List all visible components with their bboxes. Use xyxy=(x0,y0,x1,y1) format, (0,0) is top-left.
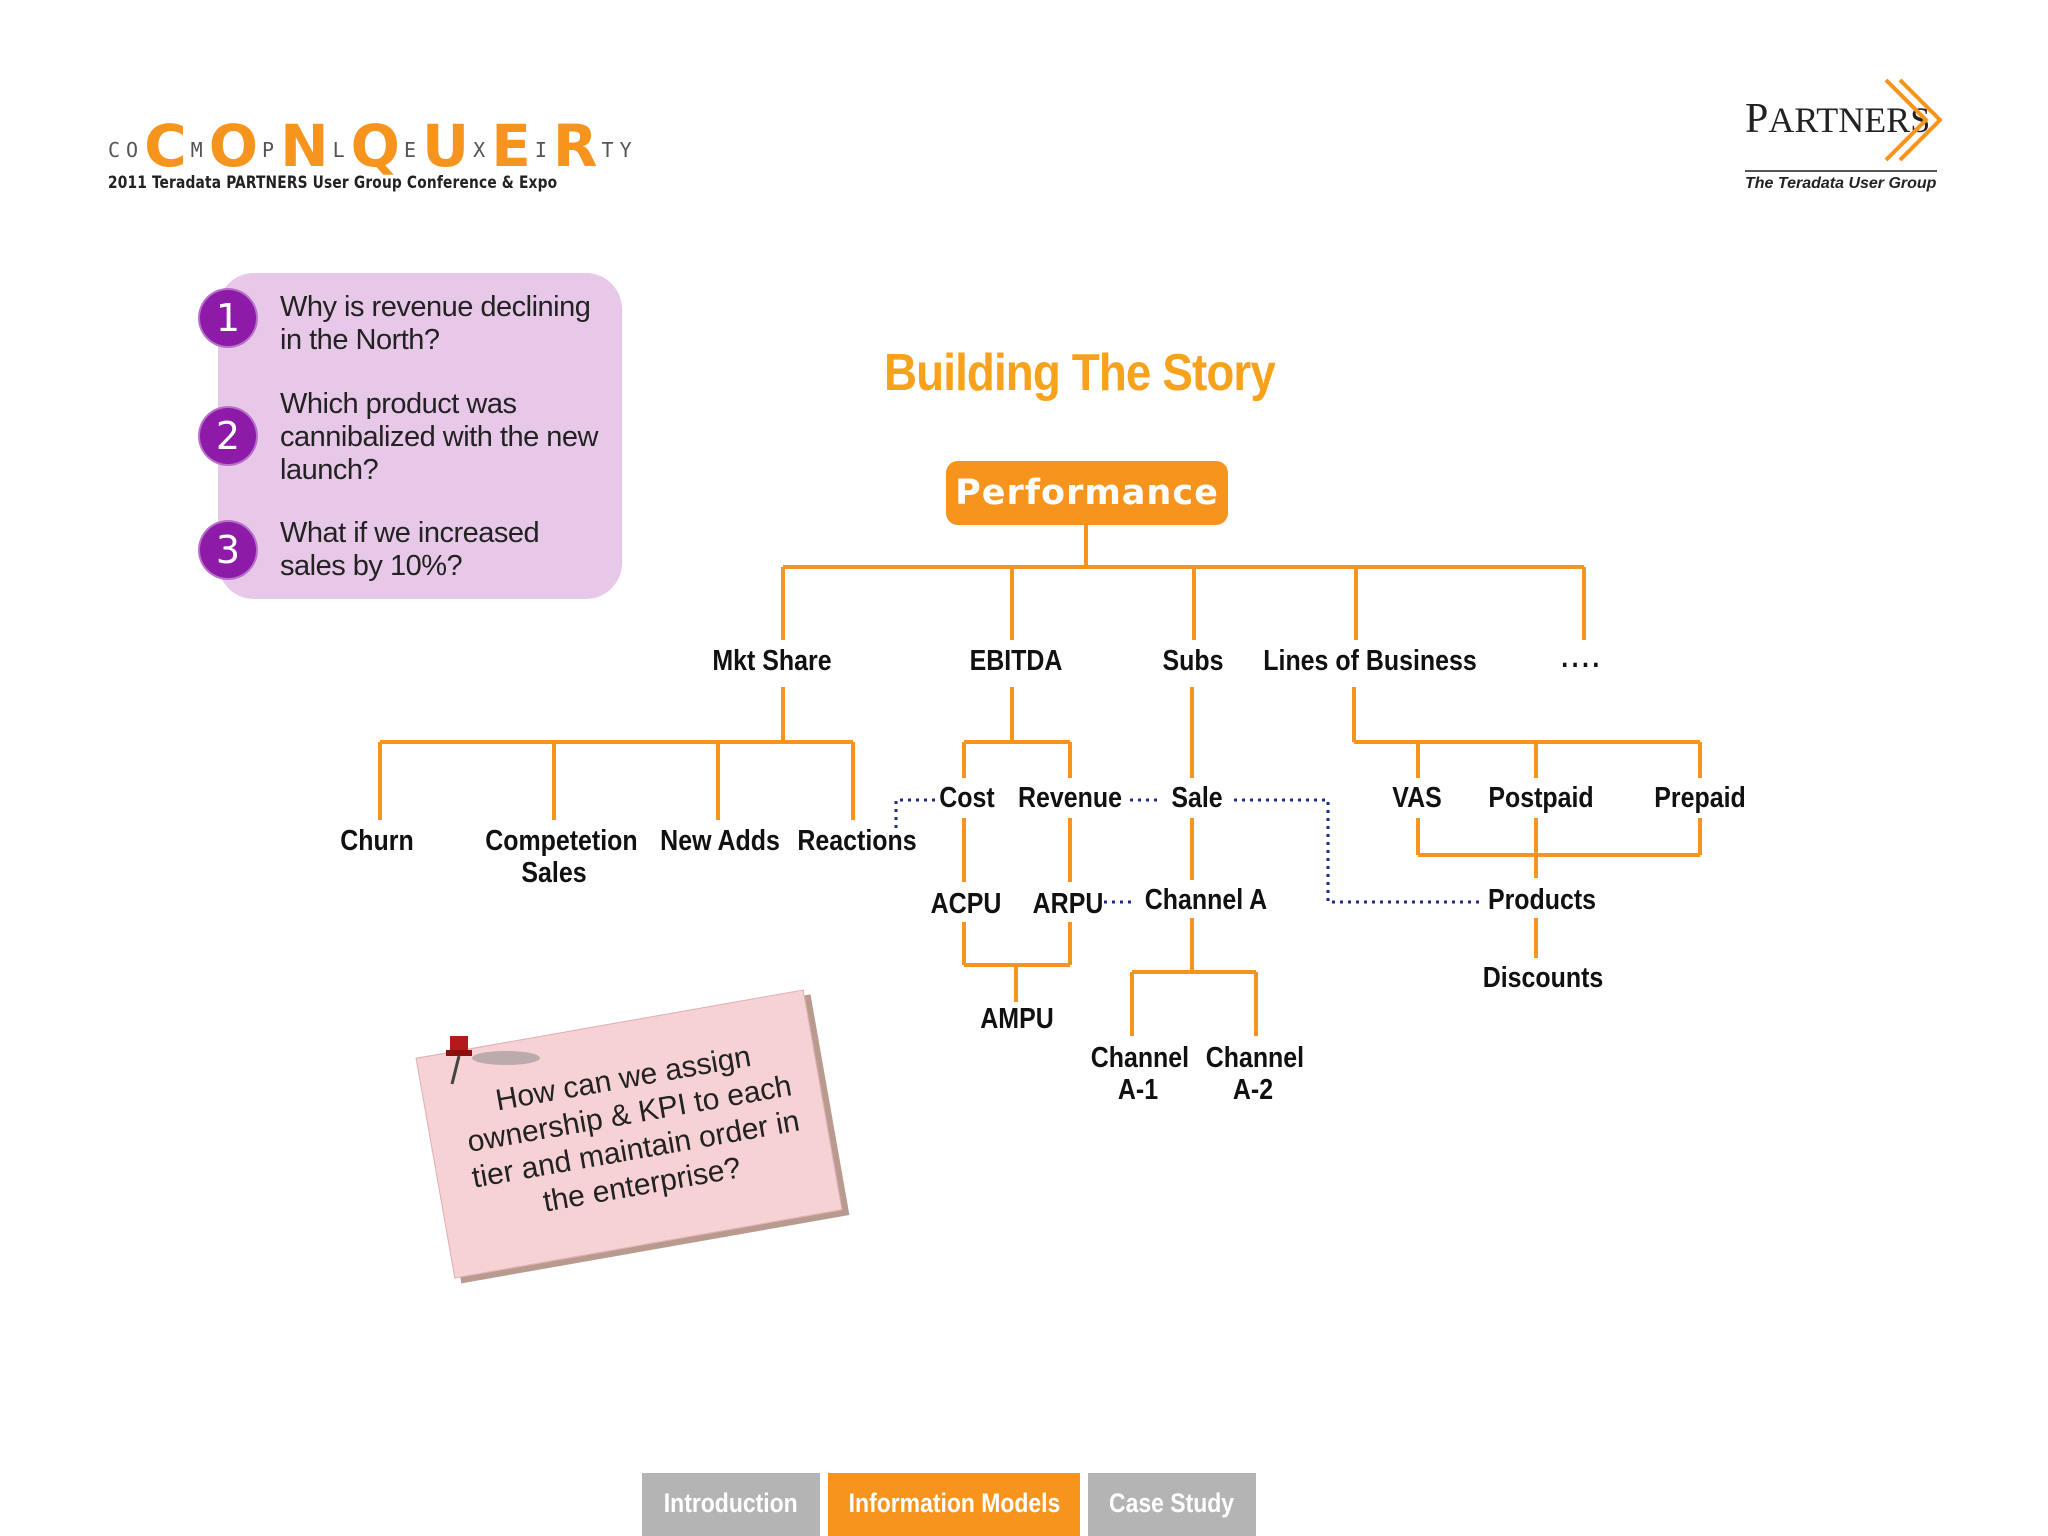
node-lines-of-business: Lines of Business xyxy=(1263,645,1477,677)
questions-panel xyxy=(218,273,622,599)
partners-divider xyxy=(1745,170,1937,172)
node-products: Products xyxy=(1487,884,1597,916)
node-discounts: Discounts xyxy=(1482,962,1604,994)
logo-letter: P xyxy=(262,138,275,162)
logo-letter: N xyxy=(280,112,329,180)
logo-letter: E xyxy=(403,138,417,162)
tab-label: Information Models xyxy=(848,1488,1060,1518)
conference-logo: C O C M O P N L Q E U X E I R T Y xyxy=(108,112,632,180)
logo-letter: U xyxy=(422,112,469,180)
dotted-connector xyxy=(1234,798,1480,904)
node-more: .... xyxy=(1561,642,1603,674)
logo-letter: Q xyxy=(350,112,400,180)
node-revenue: Revenue xyxy=(1018,782,1122,814)
chevron-logo-icon xyxy=(1884,78,1942,162)
partners-rest: ARTNERS xyxy=(1768,100,1931,140)
node-ebitda: EBITDA xyxy=(969,645,1063,677)
pushpin-icon xyxy=(446,1036,540,1085)
node-mkt-share: Mkt Share xyxy=(712,645,832,677)
logo-letter: X xyxy=(473,138,486,162)
question-number-badge: 3 xyxy=(200,522,256,578)
root-node: Performance xyxy=(946,461,1228,525)
logo-letter: E xyxy=(491,112,531,180)
node-new-adds: New Adds xyxy=(660,825,780,857)
question-text: What if we increased sales by 10%? xyxy=(280,517,540,582)
question-text: Why is revenue declining in the North? xyxy=(280,291,591,356)
node-channel-a2: Channel A-2 xyxy=(1205,1042,1305,1106)
node-sale: Sale xyxy=(1171,782,1223,814)
logo-letter: T xyxy=(601,138,614,162)
logo-letter: R xyxy=(552,112,598,180)
question-text: Which product was cannibalized with the … xyxy=(280,388,598,486)
logo-subtitle: 2011 Teradata PARTNERS User Group Confer… xyxy=(108,173,558,193)
logo-letter: I xyxy=(534,138,547,162)
logo-letter: C xyxy=(108,138,121,162)
logo-letter: O xyxy=(208,112,258,180)
tab-introduction[interactable]: Introduction xyxy=(642,1473,820,1536)
node-vas: VAS xyxy=(1392,782,1442,814)
node-ampu: AMPU xyxy=(980,1003,1054,1035)
partners-initial: P xyxy=(1745,96,1769,142)
node-arpu: ARPU xyxy=(1032,888,1104,920)
node-postpaid: Postpaid xyxy=(1488,782,1594,814)
node-channel-a: Channel A xyxy=(1144,884,1268,916)
logo-letter: L xyxy=(332,138,345,162)
diagram-title: Building The Story xyxy=(884,344,1276,402)
question-number-badge: 2 xyxy=(200,408,256,464)
logo-letter: Y xyxy=(619,138,632,162)
node-channel-a1: Channel A-1 xyxy=(1090,1042,1190,1106)
partners-tagline: The Teradata User Group xyxy=(1745,175,1937,192)
node-cost: Cost xyxy=(939,782,995,814)
tab-label: Case Study xyxy=(1109,1488,1235,1518)
logo-letter: O xyxy=(126,138,139,162)
question-number-badge: 1 xyxy=(200,290,256,346)
tab-case-study[interactable]: Case Study xyxy=(1088,1473,1256,1536)
node-churn: Churn xyxy=(340,825,414,857)
dotted-connector xyxy=(894,798,935,830)
node-competetion-sales: Competetion Sales xyxy=(485,825,638,889)
tab-label: Introduction xyxy=(664,1488,798,1518)
node-reactions: Reactions xyxy=(797,825,917,857)
logo-letter: C xyxy=(144,112,187,180)
partners-logo-text: PARTNERS xyxy=(1745,95,1930,143)
logo-letter: M xyxy=(190,138,203,162)
node-subs: Subs xyxy=(1162,645,1224,677)
node-acpu: ACPU xyxy=(930,888,1002,920)
tab-information-models[interactable]: Information Models xyxy=(828,1473,1080,1536)
node-prepaid: Prepaid xyxy=(1654,782,1746,814)
